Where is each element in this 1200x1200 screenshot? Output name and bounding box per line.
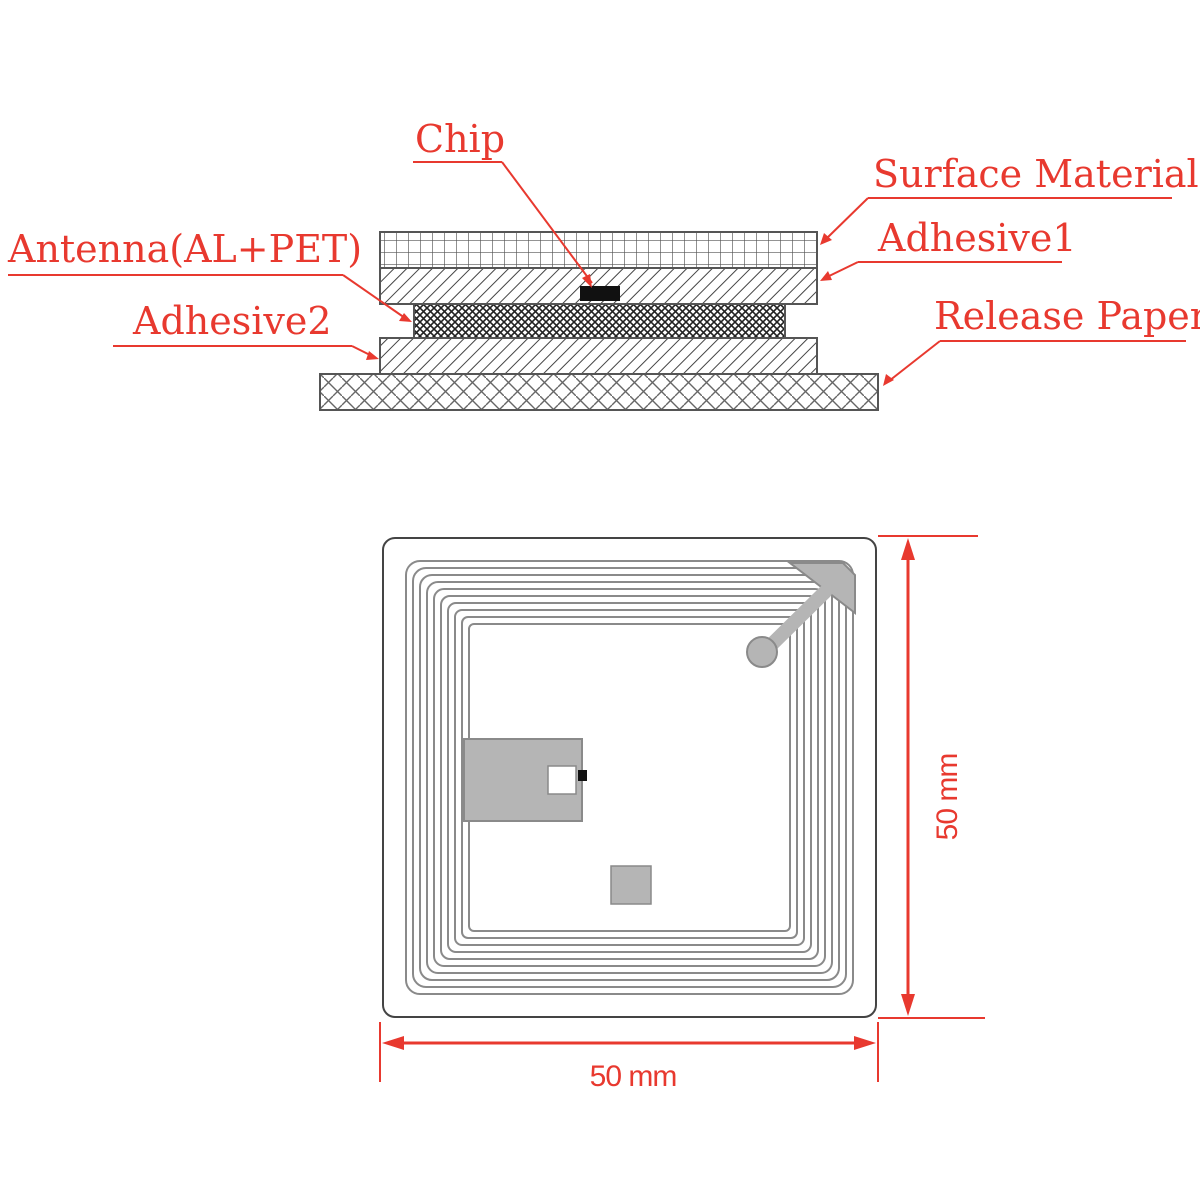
adhesive2-label: Adhesive2 [132, 299, 332, 343]
height-dimension: 50 mm [878, 535, 985, 1019]
test-pad [610, 865, 652, 905]
chip-block [580, 286, 620, 301]
height-arrow-top [901, 538, 915, 560]
width-dimension-label: 50 mm [590, 1060, 677, 1093]
tag-top-view [382, 537, 877, 1018]
height-dimension-label: 50 mm [931, 754, 964, 841]
adhesive1-arrowhead [820, 271, 832, 281]
callouts: Chip Surface Material Adhesive1 Antenna(… [7, 117, 1200, 386]
surface-material-leader [824, 197, 869, 241]
surface-material-label: Surface Material [873, 152, 1199, 196]
antenna-leader [342, 274, 406, 319]
chip-label: Chip [415, 117, 505, 161]
surface-material-layer [379, 231, 818, 269]
release-paper-layer [319, 373, 879, 411]
release-paper-label: Release Paper [934, 294, 1200, 338]
antenna-arrowhead [399, 313, 412, 322]
adhesive1-leader [824, 261, 859, 279]
antenna-layer [413, 303, 786, 339]
width-arrow-left [382, 1036, 404, 1050]
chip-die [578, 770, 587, 781]
width-dimension: 50 mm [379, 1022, 879, 1093]
antenna-coil [405, 560, 854, 995]
height-arrow-bottom [901, 994, 915, 1016]
width-arrow-right [854, 1036, 876, 1050]
antenna-contact-pad [746, 636, 778, 668]
chip-arrowhead [582, 274, 592, 288]
adhesive2-arrowhead [366, 351, 379, 360]
adhesive2-layer [379, 337, 818, 375]
release-paper-leader [888, 340, 941, 382]
surface-material-arrowhead [820, 233, 832, 245]
release-paper-arrowhead [883, 374, 894, 386]
adhesive1-label: Adhesive1 [877, 216, 1077, 260]
antenna-label: Antenna(AL+PET) [7, 227, 362, 271]
chip-mount-window [547, 765, 577, 795]
chip-leader [501, 161, 593, 284]
cross-section [319, 231, 879, 411]
